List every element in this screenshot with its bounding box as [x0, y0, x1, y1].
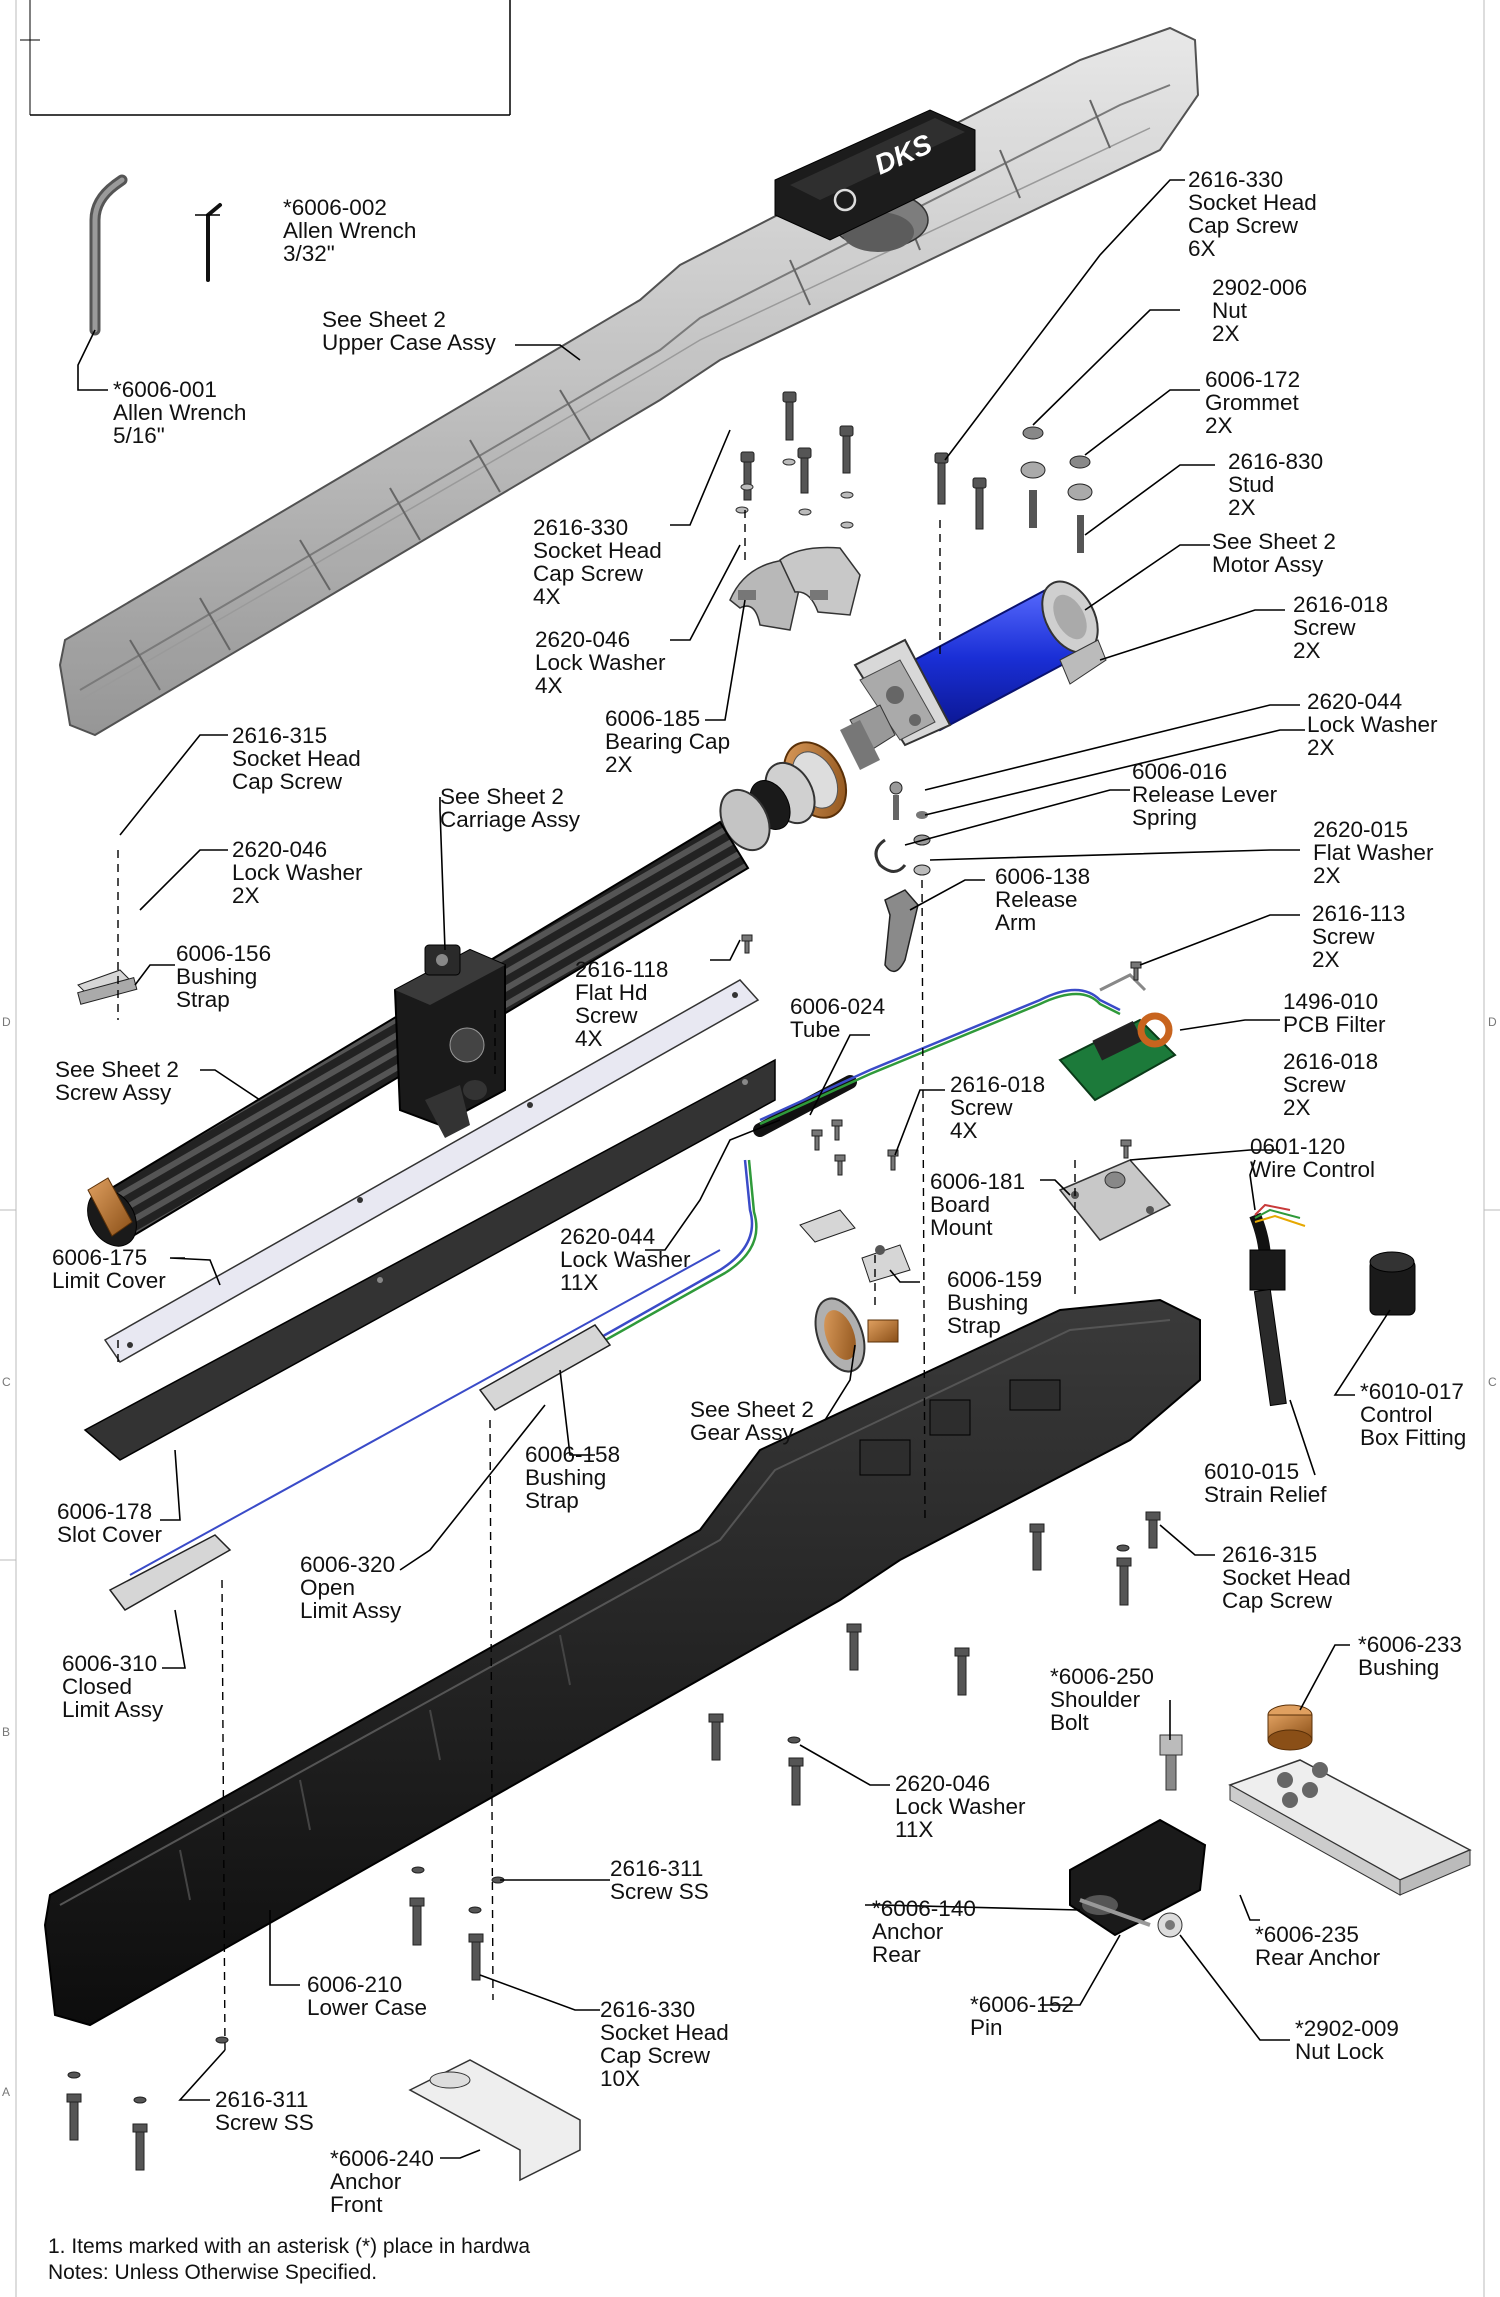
bushing-strap-156	[77, 969, 138, 1005]
loose-screws-lower	[66, 1511, 1161, 2171]
margin-mark-d-left: D	[2, 1015, 11, 1029]
rear-anchor-plate	[1228, 1759, 1472, 1896]
margin-mark-a-left: A	[2, 2085, 11, 2099]
margin-mark-c-right: C	[1488, 1375, 1497, 1389]
nut-lock	[1157, 1912, 1183, 1938]
allen-wrench-5-16	[89, 174, 128, 336]
wire-harness	[129, 988, 1121, 1576]
anchor-rear	[1069, 1818, 1207, 1937]
shoulder-bolt	[1159, 1734, 1183, 1791]
motor	[840, 580, 1107, 770]
nuts-grommets-studs	[1020, 426, 1093, 553]
notes-heading: Notes: Unless Otherwise Specified.	[48, 2261, 378, 2284]
margin-mark-d-right: D	[1488, 1015, 1497, 1029]
closed-limit-assy	[108, 1534, 232, 1611]
cap-screws-top	[735, 391, 987, 530]
margin-mark-c-left: C	[2, 1375, 11, 1389]
bushing-strap-159	[861, 1244, 911, 1283]
bushing-strap-upper	[799, 1209, 856, 1243]
allen-wrench-3-32	[206, 203, 222, 282]
small-screws-right	[741, 934, 1142, 1176]
lower-case	[43, 1298, 1201, 2027]
leader-lines	[77, 179, 1391, 2159]
control-box-fitting	[1369, 1251, 1416, 1316]
assembly-lines	[117, 510, 1076, 2051]
slot-cover	[83, 1058, 776, 1461]
screw-coupler	[719, 741, 848, 852]
anchor-front	[408, 2059, 581, 2182]
rear-anchor-bushing	[1267, 1704, 1313, 1751]
gear-assembly	[814, 1297, 899, 1373]
note-asterisk: 1. Items marked with an asterisk (*) pla…	[48, 2235, 531, 2258]
limit-cover	[103, 979, 760, 1363]
bushing-strap-158	[478, 1324, 612, 1411]
board-mount	[1058, 1159, 1172, 1241]
pcb-filter	[1058, 973, 1177, 1102]
release-lever-parts	[874, 781, 931, 973]
carriage	[393, 944, 506, 1138]
strain-relief	[1249, 1203, 1306, 1407]
title-frame	[20, 0, 511, 116]
upper-case: DKS	[58, 26, 1200, 737]
margin-mark-b-left: B	[2, 1725, 11, 1739]
bearing-caps	[729, 546, 861, 631]
